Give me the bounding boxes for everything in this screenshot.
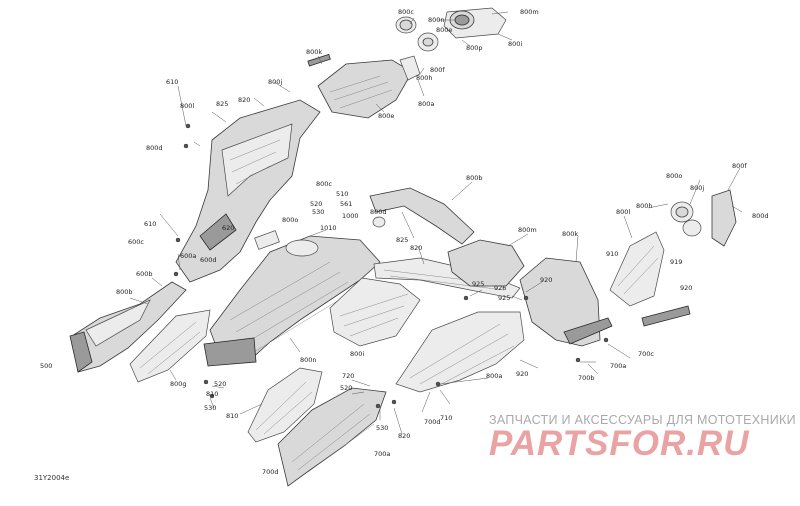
- callout-label: 561: [340, 200, 352, 208]
- callout-label: 800a: [418, 100, 434, 108]
- callout-label: 520: [310, 200, 322, 208]
- left-lower-cover: [69, 281, 187, 373]
- callout-label: 800e: [378, 112, 394, 120]
- left-lower-panel: [129, 309, 211, 383]
- callout-label: 800a: [486, 372, 502, 380]
- callout-label: 800f: [732, 162, 747, 170]
- callout-label: 530: [204, 404, 216, 412]
- callout-label: 800d: [752, 212, 769, 220]
- callout-label: 800d: [370, 208, 387, 216]
- side-panel-800b: [329, 277, 421, 347]
- callout-label: 800p: [466, 44, 483, 52]
- callout-label: 700a: [610, 362, 626, 370]
- callout-label: 825: [216, 100, 228, 108]
- callout-label: 800k: [306, 48, 322, 56]
- callout-label: 600a: [180, 252, 196, 260]
- callout-labels: 800c 800n 800m 800e 800i 800k 800p 800f …: [40, 8, 769, 476]
- callout-label: 820: [398, 432, 410, 440]
- callout-label: 520: [214, 380, 226, 388]
- right-rear-fairing: [447, 239, 613, 347]
- center-bracket: [369, 187, 475, 245]
- callout-label: 800f: [430, 66, 445, 74]
- callout-label: 510: [336, 190, 348, 198]
- callout-label: 926: [494, 284, 506, 292]
- upper-fairing-frame: [175, 99, 321, 283]
- callout-label: 800c: [316, 180, 332, 188]
- callout-label: 520: [340, 384, 352, 392]
- callout-label: 920: [516, 370, 528, 378]
- callout-label: 800b: [466, 174, 483, 182]
- callout-label: 600d: [200, 256, 217, 264]
- callout-label: 700b: [578, 374, 595, 382]
- watermark-logo: PARTSFOR.RU: [489, 424, 750, 463]
- right-gauge-set: [670, 189, 737, 247]
- callout-label: 810: [226, 412, 238, 420]
- callout-label: 700d: [262, 468, 279, 476]
- callout-label: 800b: [116, 288, 133, 296]
- callout-label: 925: [472, 280, 484, 288]
- callout-label: 820: [410, 244, 422, 252]
- callout-label: 600c: [128, 238, 144, 246]
- callout-label: 530: [312, 208, 324, 216]
- callout-label: 530: [376, 424, 388, 432]
- callout-label: 800g: [170, 380, 187, 388]
- headlamp-cowl: [307, 53, 421, 119]
- callout-label: 710: [440, 414, 452, 422]
- callout-label: 800j: [268, 78, 282, 86]
- side-panel-900a: [395, 311, 525, 393]
- callout-label: 600b: [136, 270, 153, 278]
- gauge-cluster: [395, 7, 507, 52]
- callout-label: 1000: [342, 212, 359, 220]
- center-tank-cover: [203, 230, 381, 367]
- callout-label: 800l: [180, 102, 194, 110]
- callout-label: 610: [166, 78, 178, 86]
- callout-label: 800n: [300, 356, 317, 364]
- callout-label: 1010: [320, 224, 337, 232]
- callout-label: 800m: [518, 226, 537, 234]
- callout-label: 800h: [636, 202, 653, 210]
- callout-label: 800k: [562, 230, 578, 238]
- callout-label: 920: [680, 284, 692, 292]
- callout-label: 800l: [616, 208, 630, 216]
- callout-label: 620: [222, 224, 234, 232]
- callout-label: 810: [206, 390, 218, 398]
- callout-label: 920: [540, 276, 552, 284]
- callout-label: 800c: [398, 8, 414, 16]
- callout-label: 800m: [520, 8, 539, 16]
- callout-label: 800j: [690, 184, 704, 192]
- callout-label: 910: [606, 250, 618, 258]
- callout-label: 610: [144, 220, 156, 228]
- callout-label: 700c: [638, 350, 654, 358]
- far-right-panel: [609, 231, 691, 327]
- svg-text:PARTSFOR.RU: PARTSFOR.RU: [489, 424, 750, 463]
- leader-lines: [129, 11, 743, 435]
- callout-label: 925: [498, 294, 510, 302]
- callout-label: 800i: [350, 350, 364, 358]
- lower-front-panels: [247, 367, 387, 487]
- callout-label: 825: [396, 236, 408, 244]
- callout-label: 800n: [428, 16, 445, 24]
- watermark-tagline: ЗАПЧАСТИ И АКСЕССУАРЫ ДЛЯ МОТОТЕХНИКИ: [489, 413, 796, 427]
- callout-label: 800d: [146, 144, 163, 152]
- callout-label: 700d: [424, 418, 441, 426]
- callout-label: 800i: [508, 40, 522, 48]
- reference-code: 31Y2004e: [34, 474, 70, 482]
- callout-label: 800o: [282, 216, 298, 224]
- callout-label: 800h: [416, 74, 433, 82]
- callout-label: 500: [40, 362, 52, 370]
- callout-label: 820: [238, 96, 250, 104]
- fastener-set: [173, 123, 609, 409]
- callout-label: 800e: [436, 26, 452, 34]
- callout-label: 720: [342, 372, 354, 380]
- callout-label: 919: [670, 258, 682, 266]
- callout-label: 700a: [374, 450, 390, 458]
- callout-label: 800o: [666, 172, 682, 180]
